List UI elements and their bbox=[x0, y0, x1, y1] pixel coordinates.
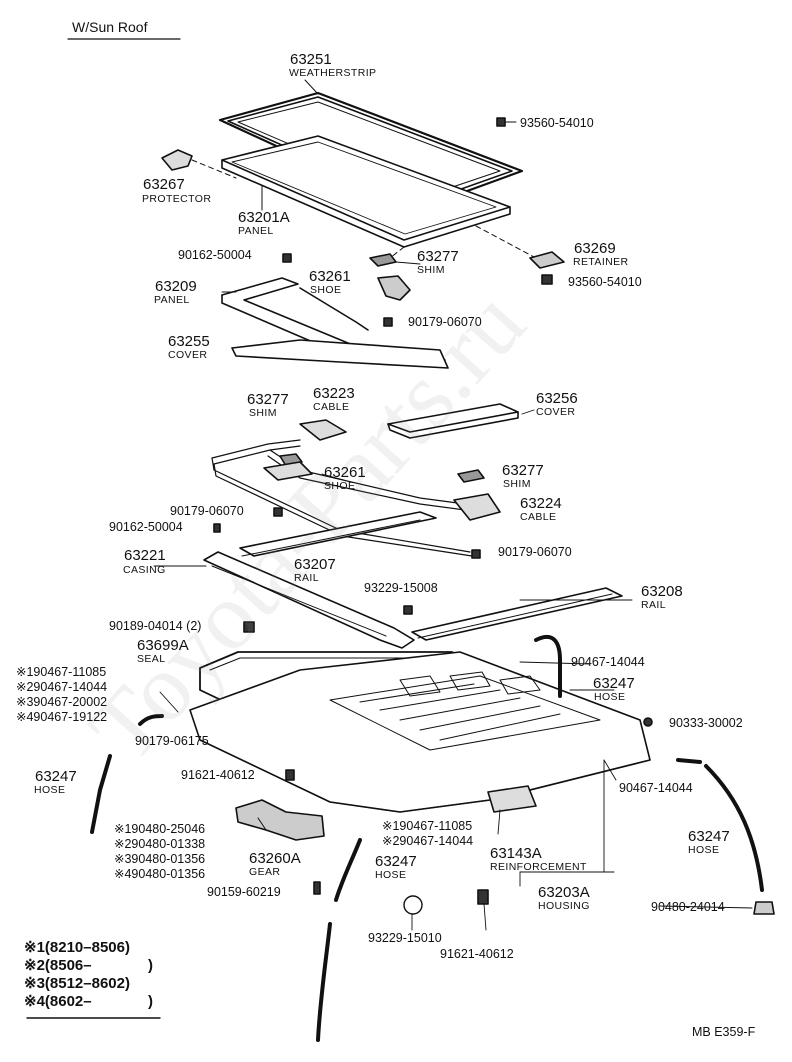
part-name: SHIM bbox=[503, 478, 531, 490]
part-name: PROTECTOR bbox=[142, 193, 212, 205]
part-number: 90162-50004 bbox=[178, 248, 252, 262]
part-number: 63221 bbox=[124, 547, 166, 564]
part-number: 63260A bbox=[249, 850, 301, 867]
legend-item: ※3(8512–8602) bbox=[24, 975, 130, 992]
part-name: SEAL bbox=[137, 653, 166, 665]
part-name: COVER bbox=[168, 349, 208, 361]
part-number: 63247 bbox=[35, 768, 77, 785]
variant-part-number: ※390480-01356 bbox=[114, 852, 206, 866]
part-number: 63277 bbox=[417, 248, 459, 265]
page-title: W/Sun Roof bbox=[72, 19, 148, 35]
variant-part-number: ※390467-20002 bbox=[16, 695, 108, 709]
part-number: 93560-54010 bbox=[568, 275, 642, 289]
sunroof-panel-part bbox=[221, 135, 511, 248]
part-number: 63143A bbox=[490, 845, 542, 862]
part-number: 63247 bbox=[593, 675, 635, 692]
part-number: 90179-06070 bbox=[498, 545, 572, 559]
variant-part-number: ※490480-01356 bbox=[114, 867, 206, 881]
part-name: REINFORCEMENT bbox=[490, 861, 587, 873]
part-number: 91621-40612 bbox=[181, 768, 255, 782]
part-name: HOSE bbox=[34, 784, 66, 796]
part-number: 63269 bbox=[574, 240, 616, 257]
part-number: 90179-06175 bbox=[135, 734, 209, 748]
part-number: 90162-50004 bbox=[109, 520, 183, 534]
legend-bracket: ) bbox=[148, 957, 153, 974]
variant-part-number: ※190467-11085 bbox=[16, 665, 107, 679]
legend-item: ※2(8506– bbox=[24, 957, 92, 974]
part-name: SHIM bbox=[249, 407, 277, 419]
part-number: 63247 bbox=[375, 853, 417, 870]
part-name: RETAINER bbox=[573, 256, 629, 268]
part-name: RAIL bbox=[294, 572, 319, 584]
part-number: 63251 bbox=[290, 51, 332, 68]
part-number: 63256 bbox=[536, 390, 578, 407]
part-name: CABLE bbox=[313, 401, 350, 413]
part-number: 93229-15008 bbox=[364, 581, 438, 595]
part-number: 63203A bbox=[538, 884, 590, 901]
variant-part-number: ※290467-14044 bbox=[16, 680, 108, 694]
variant-part-number: ※490467-19122 bbox=[16, 710, 108, 724]
part-number: 63201A bbox=[238, 209, 290, 226]
part-number: 90467-14044 bbox=[619, 781, 693, 795]
part-number: 63255 bbox=[168, 333, 210, 350]
part-number: 91621-40612 bbox=[440, 947, 514, 961]
part-number: 63699A bbox=[137, 637, 189, 654]
part-number: 90179-06070 bbox=[408, 315, 482, 329]
diagram-code: MB E359-F bbox=[692, 1025, 756, 1039]
part-number: 63277 bbox=[502, 462, 544, 479]
variant-part-number: ※190480-25046 bbox=[114, 822, 206, 836]
part-name: HOSE bbox=[375, 869, 407, 881]
part-number: 63208 bbox=[641, 583, 683, 600]
part-number: 63261 bbox=[309, 268, 351, 285]
part-number: 93560-54010 bbox=[520, 116, 594, 130]
part-number: 90179-06070 bbox=[170, 504, 244, 518]
part-number: 63224 bbox=[520, 495, 562, 512]
legend-item: ※1(8210–8506) bbox=[24, 939, 130, 956]
variant-part-number: ※290467-14044 bbox=[382, 834, 474, 848]
part-number: 90159-60219 bbox=[207, 885, 281, 899]
part-number: 63277 bbox=[247, 391, 289, 408]
part-name: PANEL bbox=[238, 225, 274, 237]
part-name: GEAR bbox=[249, 866, 281, 878]
part-number: 90189-04014 (2) bbox=[109, 619, 202, 633]
part-number: 63209 bbox=[155, 278, 197, 295]
part-name: CABLE bbox=[520, 511, 557, 523]
part-number: 63207 bbox=[294, 556, 336, 573]
part-name: SHOE bbox=[324, 480, 356, 492]
housing-part bbox=[189, 651, 651, 813]
part-name: RAIL bbox=[641, 599, 666, 611]
part-name: HOUSING bbox=[538, 900, 590, 912]
legend-bracket: ) bbox=[148, 993, 153, 1010]
part-name: PANEL bbox=[154, 294, 190, 306]
part-number: 63261 bbox=[324, 464, 366, 481]
legend-item: ※4(8602– bbox=[24, 993, 92, 1010]
part-name: COVER bbox=[536, 406, 576, 418]
part-name: SHIM bbox=[417, 264, 445, 276]
part-number: 63223 bbox=[313, 385, 355, 402]
part-name: SHOE bbox=[310, 284, 342, 296]
part-number: 90480-24014 bbox=[651, 900, 725, 914]
part-name: HOSE bbox=[688, 844, 720, 856]
part-number: 90333-30002 bbox=[669, 716, 743, 730]
part-name: HOSE bbox=[594, 691, 626, 703]
part-number: 63247 bbox=[688, 828, 730, 845]
variant-part-number: ※290480-01338 bbox=[114, 837, 206, 851]
part-number: 93229-15010 bbox=[368, 931, 442, 945]
part-name: CASING bbox=[123, 564, 166, 576]
part-number: 63267 bbox=[143, 176, 185, 193]
part-name: WEATHERSTRIP bbox=[289, 67, 377, 79]
variant-part-number: ※190467-11085 bbox=[382, 819, 473, 833]
part-number: 90467-14044 bbox=[571, 655, 645, 669]
